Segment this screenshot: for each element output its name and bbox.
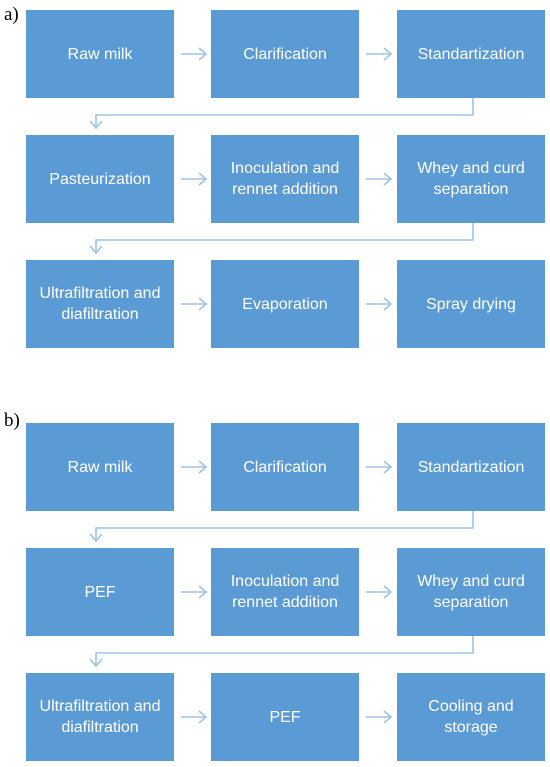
process-step-box: Ultrafiltration and diafiltration — [26, 673, 174, 761]
process-step-box: Standartization — [397, 423, 545, 511]
right-arrow-icon — [366, 172, 393, 186]
right-arrow-icon — [366, 585, 393, 599]
process-step-box: Standartization — [397, 10, 545, 98]
right-arrow-icon — [366, 710, 393, 724]
row-connector-arrow — [89, 223, 474, 255]
process-step-box: Clarification — [211, 423, 359, 511]
right-arrow-icon — [366, 47, 393, 61]
right-arrow-icon — [181, 297, 208, 311]
right-arrow-icon — [181, 172, 208, 186]
process-step-box: Ultrafiltration and diafiltration — [26, 260, 174, 348]
process-step-box: PEF — [26, 548, 174, 636]
diagram-label: b) — [4, 410, 20, 431]
process-step-box: Inoculation and rennet addition — [211, 548, 359, 636]
process-step-box: Inoculation and rennet addition — [211, 135, 359, 223]
row-connector-arrow — [89, 98, 474, 130]
process-step-box: Evaporation — [211, 260, 359, 348]
process-step-box: Whey and curd separation — [397, 548, 545, 636]
diagram-label: a) — [4, 4, 19, 25]
row-connector-arrow — [89, 636, 474, 668]
process-step-box: Pasteurization — [26, 135, 174, 223]
process-step-box: Raw milk — [26, 423, 174, 511]
right-arrow-icon — [366, 297, 393, 311]
right-arrow-icon — [181, 585, 208, 599]
process-step-box: Clarification — [211, 10, 359, 98]
process-step-box: Spray drying — [397, 260, 545, 348]
process-step-box: Whey and curd separation — [397, 135, 545, 223]
right-arrow-icon — [181, 47, 208, 61]
process-step-box: PEF — [211, 673, 359, 761]
process-step-box: Raw milk — [26, 10, 174, 98]
right-arrow-icon — [181, 710, 208, 724]
process-step-box: Cooling and storage — [397, 673, 545, 761]
right-arrow-icon — [181, 460, 208, 474]
right-arrow-icon — [366, 460, 393, 474]
row-connector-arrow — [89, 511, 474, 543]
